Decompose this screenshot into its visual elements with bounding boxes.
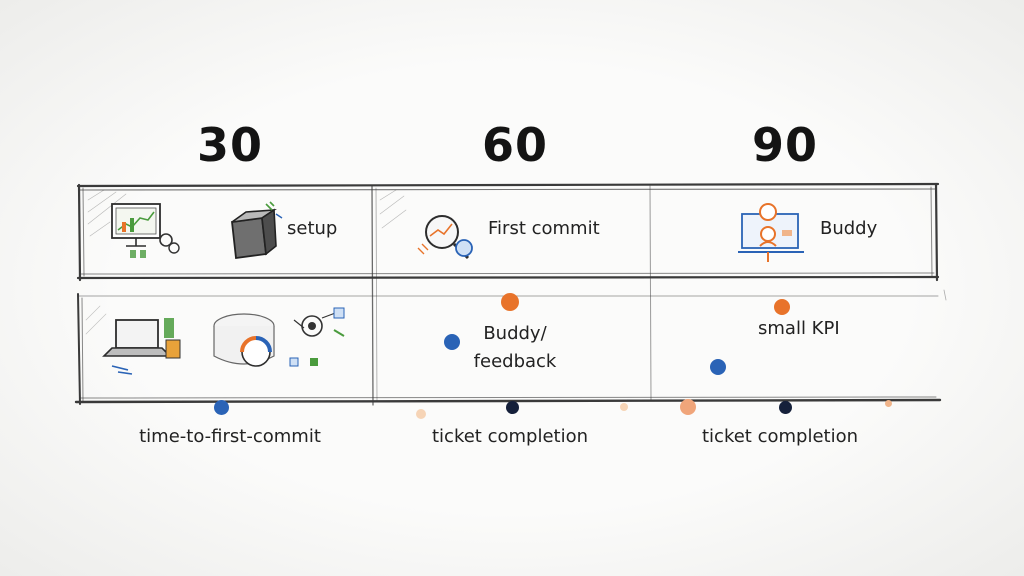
light-orange-dot xyxy=(680,399,696,415)
metric-label: ticket completion xyxy=(701,426,858,447)
navy-dot xyxy=(506,401,519,414)
metric-label: ticket completion xyxy=(431,426,588,447)
magnifier-chart-icon xyxy=(417,215,473,260)
heading-90: 90 xyxy=(751,118,818,172)
blue-dot xyxy=(444,334,460,350)
monitor-chart-icon xyxy=(111,203,180,258)
small-kpi-label: small KPI xyxy=(758,318,840,339)
blue-dot xyxy=(710,359,726,375)
buddy-feedback-label: Buddy/ feedback xyxy=(455,320,575,376)
setup-label: setup xyxy=(287,218,338,239)
pale-dot xyxy=(885,400,892,407)
pale-dot xyxy=(620,403,628,411)
metric-label: time-to-first-commit xyxy=(139,426,321,447)
dashboard-gauge-icon xyxy=(213,307,345,367)
box-icon xyxy=(231,201,283,260)
heading-30: 30 xyxy=(196,118,263,172)
first-commit-label: First commit xyxy=(488,218,600,239)
laptop-people-icon xyxy=(738,203,804,262)
orange-dot xyxy=(501,293,519,311)
buddy-feedback-text: Buddy/ feedback xyxy=(473,323,557,372)
blue-dot xyxy=(214,400,229,415)
orange-dot xyxy=(774,299,790,315)
buddy-label: Buddy xyxy=(820,218,878,239)
pale-dot xyxy=(416,409,426,419)
heading-60: 60 xyxy=(481,118,548,172)
navy-dot xyxy=(779,401,792,414)
laptop-icon xyxy=(102,318,181,375)
